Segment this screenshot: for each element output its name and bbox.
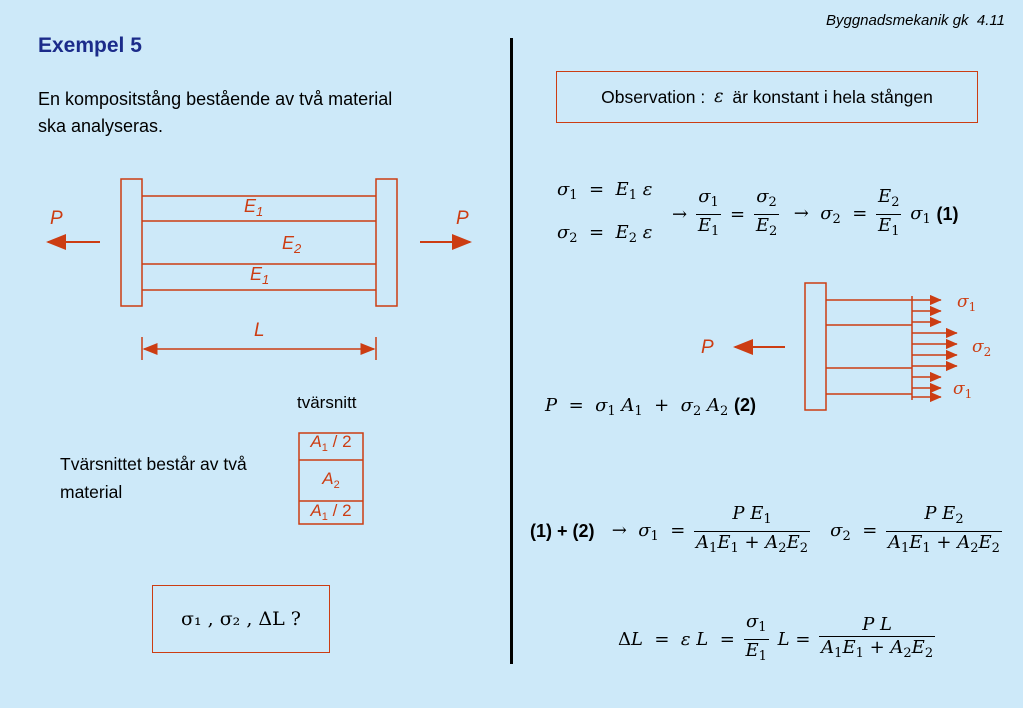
cross-section-description: Tvärsnittet består av två material — [60, 454, 247, 502]
course-name: Byggnadsmekanik gk — [825, 12, 969, 29]
length-label: L — [254, 320, 265, 341]
observation-box: Observation : ε är konstant i hela stång… — [556, 71, 978, 123]
s1-top-sym: σ — [957, 292, 969, 312]
e1-top-label: E1 — [244, 196, 263, 219]
s1-bot-sym: σ — [953, 379, 965, 399]
e1-bot-sub: 1 — [262, 272, 270, 287]
e1-top-sym: E — [244, 196, 257, 216]
page-number: 4.11 — [976, 12, 1005, 29]
left-end-plate — [120, 178, 143, 307]
stress-arrows — [912, 294, 958, 403]
left-force-label: P — [50, 208, 63, 229]
question-box: σ₁ , σ₂ , ΔL ? — [152, 585, 330, 653]
right-force-label: P — [456, 208, 469, 229]
cross-mid-sym: A — [322, 469, 334, 488]
page-header: Byggnadsmekanik gk 4.11 — [826, 12, 1005, 29]
question-text: σ₁ , σ₂ , ΔL ? — [181, 608, 301, 630]
e1-bot-sym: E — [250, 264, 263, 284]
s1-bot-sub: 1 — [964, 387, 973, 401]
e2-label: E2 — [282, 233, 301, 256]
cross-bot-sub: 1 — [321, 511, 328, 523]
cross-bot-sym: A — [310, 501, 322, 520]
intro-text: En kompositstång bestående av två materi… — [38, 89, 393, 136]
s2-sub: 2 — [983, 345, 992, 359]
hooke-eq-1: σ1 = E1 ε — [557, 179, 653, 203]
e1-bottom-label: E1 — [250, 264, 269, 287]
epsilon-symbol: ε — [714, 87, 724, 107]
sigma1-top-label: σ1 — [957, 292, 976, 314]
cross-top-sub: 1 — [321, 442, 328, 454]
observation-prefix: Observation : — [601, 86, 711, 107]
eq-label-1: (1) — [936, 204, 959, 224]
cross-middle-label: A2 — [299, 469, 363, 491]
s2-sym: σ — [972, 337, 984, 357]
combined-label: (1) + (2) — [530, 521, 595, 541]
page-title: Exempel 5 — [38, 34, 142, 57]
s1-top-sub: 1 — [968, 300, 977, 314]
cross-section-label: tvärsnitt — [297, 393, 357, 412]
right-end-plate — [375, 178, 398, 307]
cross-mid-sub: 2 — [333, 479, 340, 491]
cross-top-rest: / 2 — [327, 432, 352, 451]
cross-section-box — [298, 432, 364, 525]
sigma1-bottom-label: σ1 — [953, 379, 972, 401]
cross-bottom-label: A1 / 2 — [299, 501, 363, 523]
sigma2-label: σ2 — [972, 337, 991, 359]
cross-top-label: A1 / 2 — [299, 432, 363, 454]
column-divider — [510, 38, 513, 664]
observation-suffix: är konstant i hela stången — [727, 86, 933, 107]
stress-end-plate — [804, 282, 827, 411]
e1-top-sub: 1 — [256, 204, 264, 219]
e2-sym: E — [282, 233, 295, 253]
equilibrium-equation: P = σ1 A1 + σ2 A2 (2) — [545, 395, 756, 419]
e2-sub: 2 — [294, 241, 302, 256]
eq-label-2: (2) — [733, 395, 756, 415]
cross-top-sym: A — [310, 432, 322, 451]
stress-force-label: P — [701, 337, 714, 358]
hooke-eq-2: σ2 = E2 ε — [557, 222, 653, 246]
cross-bot-rest: / 2 — [327, 501, 352, 520]
